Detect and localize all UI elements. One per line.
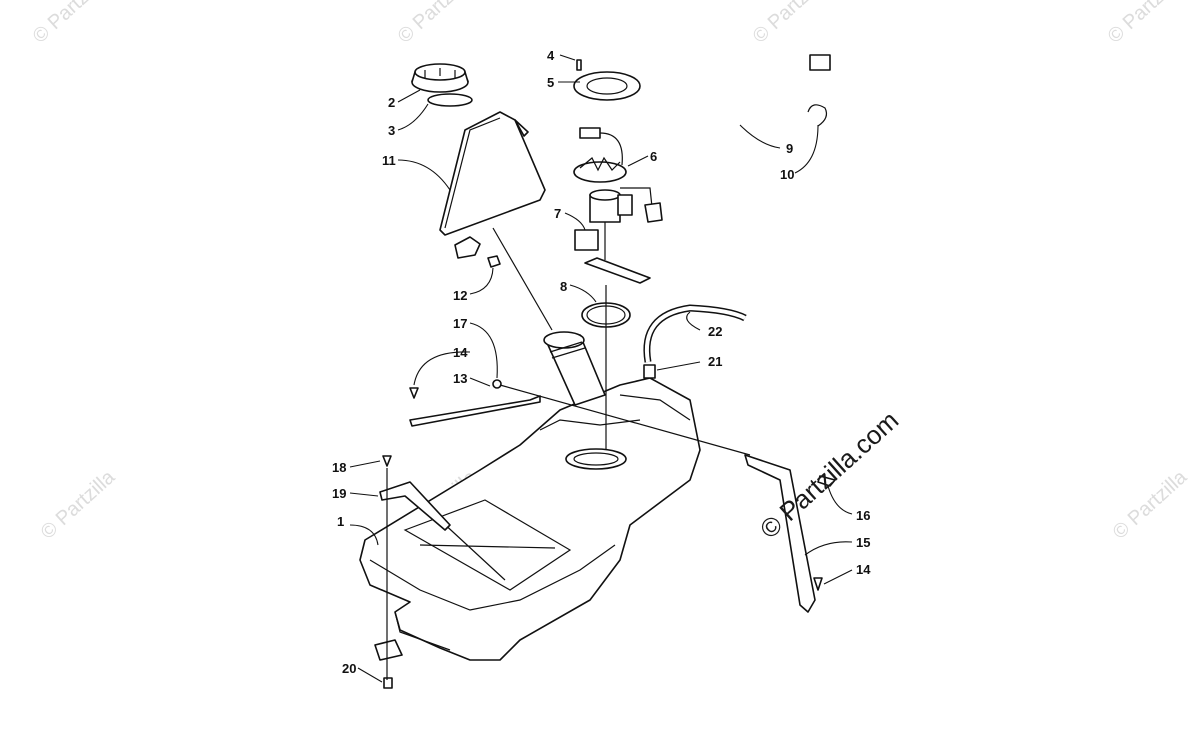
leader-lines [349, 54, 853, 683]
callout-2: 2 [388, 95, 395, 110]
callout-17: 17 [453, 316, 467, 331]
callout-15: 15 [856, 535, 870, 550]
watermark-text: © Partzilla [1104, 0, 1187, 48]
callout-22: 22 [708, 324, 722, 339]
assembly-lines [386, 227, 751, 680]
callout-20: 20 [342, 661, 356, 676]
pump-flange-plate [573, 71, 641, 101]
callout-1: 1 [337, 514, 344, 529]
vent-fitting [643, 364, 656, 379]
watermark-text: © Partzilla [29, 0, 112, 48]
callout-3: 3 [388, 123, 395, 138]
strap-clip [817, 475, 836, 487]
tank-shroud [439, 111, 546, 236]
callout-14b: 14 [856, 562, 871, 577]
hose-clamp [807, 104, 828, 127]
callout-5: 5 [547, 75, 554, 90]
tank-strap-right [744, 454, 816, 613]
lower-clip [374, 639, 403, 661]
callout-9: 9 [786, 141, 793, 156]
fuel-hose [644, 54, 831, 223]
screw [576, 59, 582, 71]
fuel-pump-assembly [573, 127, 653, 284]
pump-flange-hole [586, 77, 628, 95]
callout-7: 7 [554, 206, 561, 221]
callout-14: 14 [453, 345, 468, 360]
watermark-text: © Partzilla [37, 466, 120, 544]
watermark-text: © Partzilla [749, 0, 832, 48]
watermark-text: © Partzilla [394, 0, 477, 48]
bracket-screw [409, 387, 419, 399]
strap-screw [813, 577, 823, 591]
tank-strap-bracket [409, 395, 541, 427]
callout-19: 19 [332, 486, 346, 501]
callout-11: 11 [382, 153, 396, 168]
bracket-bolt-top [382, 455, 392, 467]
cap-gasket [427, 93, 473, 107]
callout-16: 16 [856, 508, 870, 523]
lower-nut [383, 677, 393, 689]
callout-4: 4 [547, 48, 555, 63]
callout-8: 8 [560, 279, 567, 294]
callout-18: 18 [332, 460, 346, 475]
callout-10: 10 [780, 167, 794, 182]
callout-21: 21 [708, 354, 722, 369]
gas-cap [411, 63, 469, 93]
vent-hose [643, 304, 747, 363]
watermark-text: © Partzilla [1109, 466, 1192, 544]
callout-13: 13 [453, 371, 467, 386]
fuel-tank [359, 377, 701, 661]
shroud-clip [454, 236, 481, 259]
nut [487, 255, 501, 268]
filler-neck [543, 331, 606, 406]
callout-labels: 2 3 11 4 5 6 7 8 9 10 12 17 14 13 22 21 … [332, 48, 871, 676]
bracket-bolt [492, 379, 502, 389]
callout-12: 12 [453, 288, 467, 303]
tank-hold-bracket [379, 481, 451, 531]
callout-6: 6 [650, 149, 657, 164]
